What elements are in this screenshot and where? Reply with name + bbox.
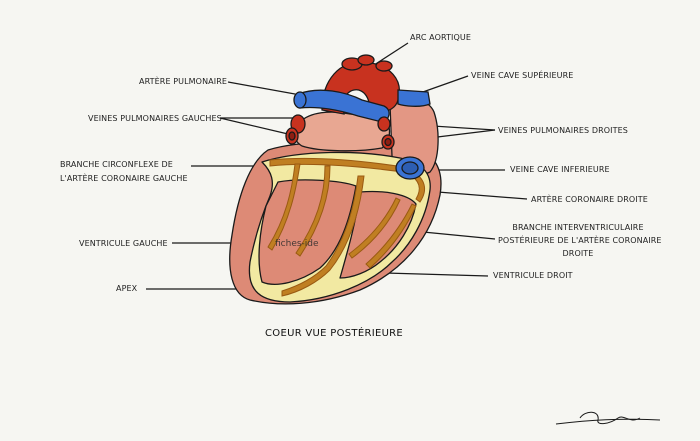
label-ventricule-droit: VENTRICULE DROIT	[493, 271, 573, 280]
lv-branch-2	[295, 165, 331, 257]
diagram-title: COEUR VUE POSTÉRIEURE	[265, 328, 404, 339]
leader-coronaire-droite	[424, 190, 528, 200]
leader-vpg-2	[219, 117, 289, 135]
posterior-iv-branch	[281, 175, 365, 297]
right-pulmonary-vein-1	[377, 116, 391, 132]
left-ventricle-region	[258, 179, 357, 285]
pulmonary-artery-opening	[293, 91, 307, 109]
rv-branch-2	[365, 203, 417, 269]
label-artere-pulmonaire: ARTÈRE PULMONAIRE	[139, 77, 228, 86]
label-branche-circonflexe-2: L'ARTÈRE CORONAIRE GAUCHE	[60, 174, 188, 183]
superior-vena-cava	[397, 89, 431, 107]
rv-branch-1	[348, 197, 401, 259]
left-subclavian	[375, 60, 393, 72]
signature	[555, 411, 661, 425]
label-veines-pulmonaires-droites: VEINES PULMONAIRES DROITES	[498, 126, 628, 135]
leader-artere-pulmonaire	[227, 81, 307, 97]
label-apex: APEX	[116, 284, 138, 293]
leader-veine-cave-superieure	[419, 75, 469, 94]
left-carotid	[357, 54, 375, 66]
label-branche-iv-3: DROITE	[562, 249, 594, 258]
lv-branch-1	[267, 163, 301, 251]
label-artere-coronaire-droite: ARTÈRE CORONAIRE DROITE	[531, 195, 648, 204]
pulmonary-artery	[297, 89, 390, 123]
label-branche-iv-2: POSTÉRIEURE DE L'ARTÈRE CORONAIRE	[498, 236, 662, 245]
watermark: fiches-ide	[275, 239, 319, 249]
label-arc-aortique: ARC AORTIQUE	[410, 33, 472, 42]
label-veines-pulmonaires-gauches: VEINES PULMONAIRES GAUCHES	[88, 114, 222, 123]
label-veine-cave-inferieure: VEINE CAVE INFERIEURE	[510, 165, 610, 174]
label-branche-circonflexe-1: BRANCHE CIRCONFLEXE DE	[60, 160, 173, 169]
label-branche-iv-1: BRANCHE INTERVENTRICULAIRE	[512, 223, 644, 232]
label-veine-cave-superieure: VEINE CAVE SUPÉRIEURE	[471, 71, 574, 80]
label-ventricule-gauche: VENTRICULE GAUCHE	[79, 239, 168, 248]
